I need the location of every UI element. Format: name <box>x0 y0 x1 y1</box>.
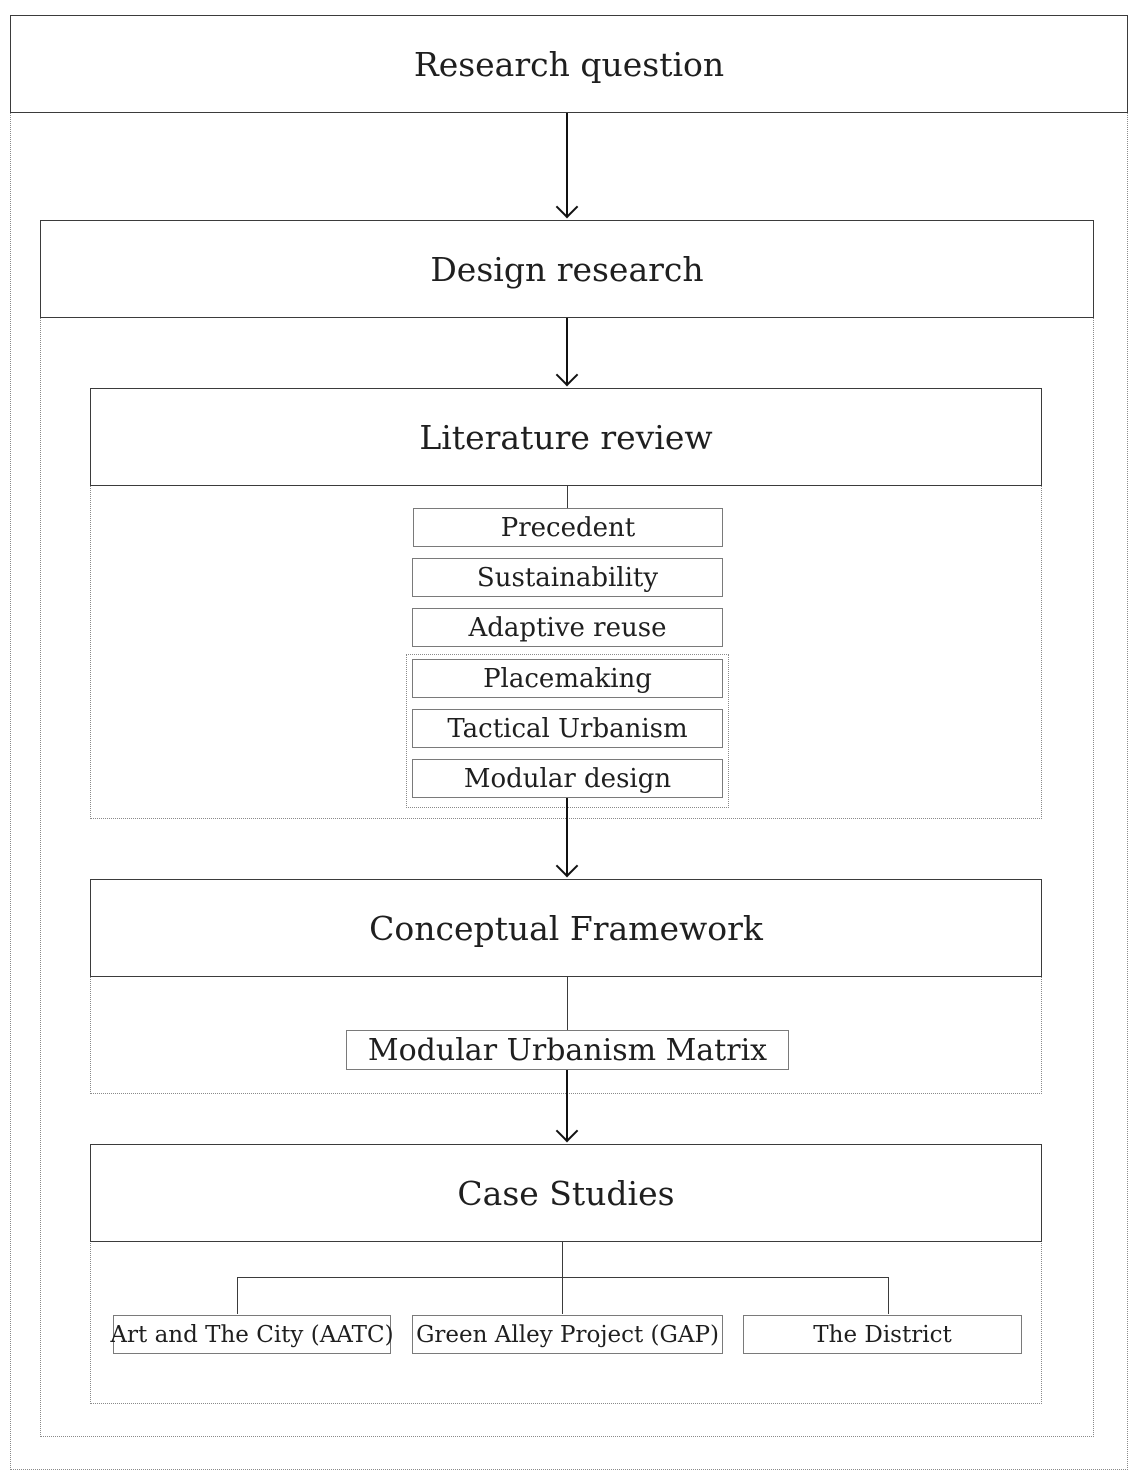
design-research-label: Design research <box>430 249 704 289</box>
topic-sustainability-box: Sustainability <box>412 558 723 597</box>
case-study-label: The District <box>813 1321 952 1348</box>
topic-label: Sustainability <box>476 562 659 593</box>
case-study-branch-right <box>888 1277 889 1314</box>
research-question-box: Research question <box>10 15 1128 113</box>
topic-adaptive-reuse-box: Adaptive reuse <box>412 608 723 647</box>
case-study-label: Green Alley Project (GAP) <box>416 1321 719 1348</box>
case-studies-label: Case Studies <box>457 1173 675 1213</box>
arrow-to-conceptual-framework <box>566 798 568 875</box>
literature-review-connector <box>567 486 568 508</box>
topic-placemaking-box: Placemaking <box>412 659 723 698</box>
topic-label: Adaptive reuse <box>468 612 667 643</box>
arrow-to-case-studies <box>566 1070 568 1140</box>
topic-label: Precedent <box>500 512 636 543</box>
case-study-label: Art and The City (AATC) <box>110 1321 394 1348</box>
case-study-aatc-box: Art and The City (AATC) <box>110 1315 394 1354</box>
literature-review-box: Literature review <box>90 388 1042 486</box>
conceptual-framework-connector <box>567 977 568 1030</box>
topic-label: Tactical Urbanism <box>447 713 688 744</box>
arrow-to-literature-review <box>566 318 568 384</box>
conceptual-framework-box: Conceptual Framework <box>90 879 1042 977</box>
modular-urbanism-matrix-box: Modular Urbanism Matrix <box>346 1030 789 1070</box>
topic-label: Placemaking <box>483 663 652 694</box>
design-research-box: Design research <box>40 220 1094 318</box>
case-studies-branch-line <box>237 1277 889 1278</box>
case-study-branch-left <box>237 1277 238 1314</box>
literature-review-label: Literature review <box>419 417 713 457</box>
modular-urbanism-matrix-label: Modular Urbanism Matrix <box>367 1032 768 1068</box>
case-study-gap-box: Green Alley Project (GAP) <box>412 1315 723 1354</box>
topic-label: Modular design <box>463 763 672 794</box>
research-question-label: Research question <box>413 44 725 84</box>
topic-modular-design-box: Modular design <box>412 759 723 798</box>
topic-precedent-box: Precedent <box>413 508 723 547</box>
topic-tactical-urbanism-box: Tactical Urbanism <box>412 709 723 748</box>
arrow-to-design-research <box>566 113 568 216</box>
case-studies-trunk-connector <box>562 1242 563 1314</box>
conceptual-framework-label: Conceptual Framework <box>369 908 763 948</box>
case-study-district-box: The District <box>743 1315 1022 1354</box>
case-studies-box: Case Studies <box>90 1144 1042 1242</box>
